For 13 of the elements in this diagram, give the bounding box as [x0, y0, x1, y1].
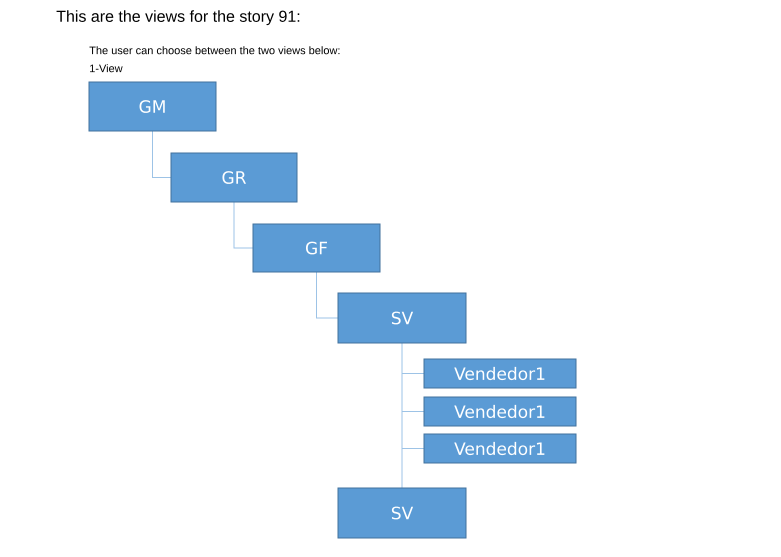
heading: This are the views for the story 91:: [56, 10, 300, 26]
org-box: SV: [338, 292, 466, 344]
org-box: Vendedor1: [424, 396, 576, 426]
org-box: SV: [338, 488, 466, 538]
org-box: GR: [170, 152, 298, 202]
org-box: Vendedor1: [424, 358, 576, 388]
org-box: GF: [252, 224, 380, 272]
connector-line: [152, 131, 171, 178]
connector-line: [234, 202, 253, 248]
org-box: Vendedor1: [424, 434, 576, 464]
text-line: The user can choose between the two views below:: [89, 46, 340, 54]
org-box: GM: [88, 82, 216, 132]
connector-line: [316, 272, 338, 318]
